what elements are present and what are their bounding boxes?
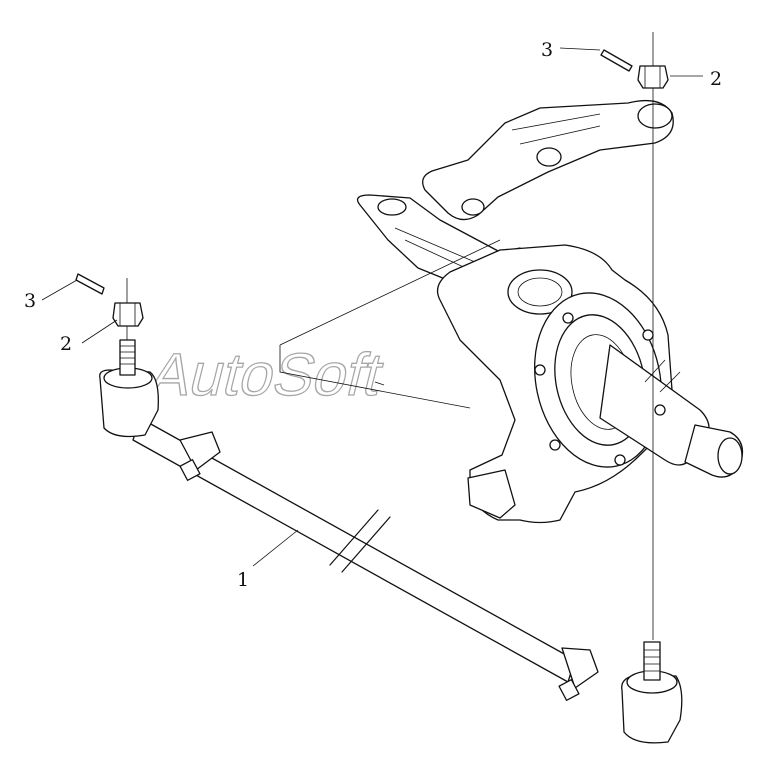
callout-2-left: 2 — [60, 333, 72, 355]
callout-2-right: 2 — [710, 68, 722, 90]
steering-knuckle-icon — [356, 99, 744, 524]
leader-line — [374, 381, 385, 386]
leader-line — [279, 239, 501, 346]
castle-nut-icon — [637, 65, 669, 89]
watermark-text: AutoSoft — [143, 341, 390, 408]
callout-1: 1 — [237, 569, 249, 591]
leader-line — [279, 345, 471, 409]
callout-3-right: 3 — [541, 39, 553, 61]
cotter-pin-icon — [75, 273, 105, 295]
cotter-pin-icon — [600, 49, 633, 72]
tie-rod-assembly-icon — [99, 339, 683, 744]
castle-nut-icon — [112, 302, 144, 327]
callout-3-left: 3 — [24, 290, 36, 312]
